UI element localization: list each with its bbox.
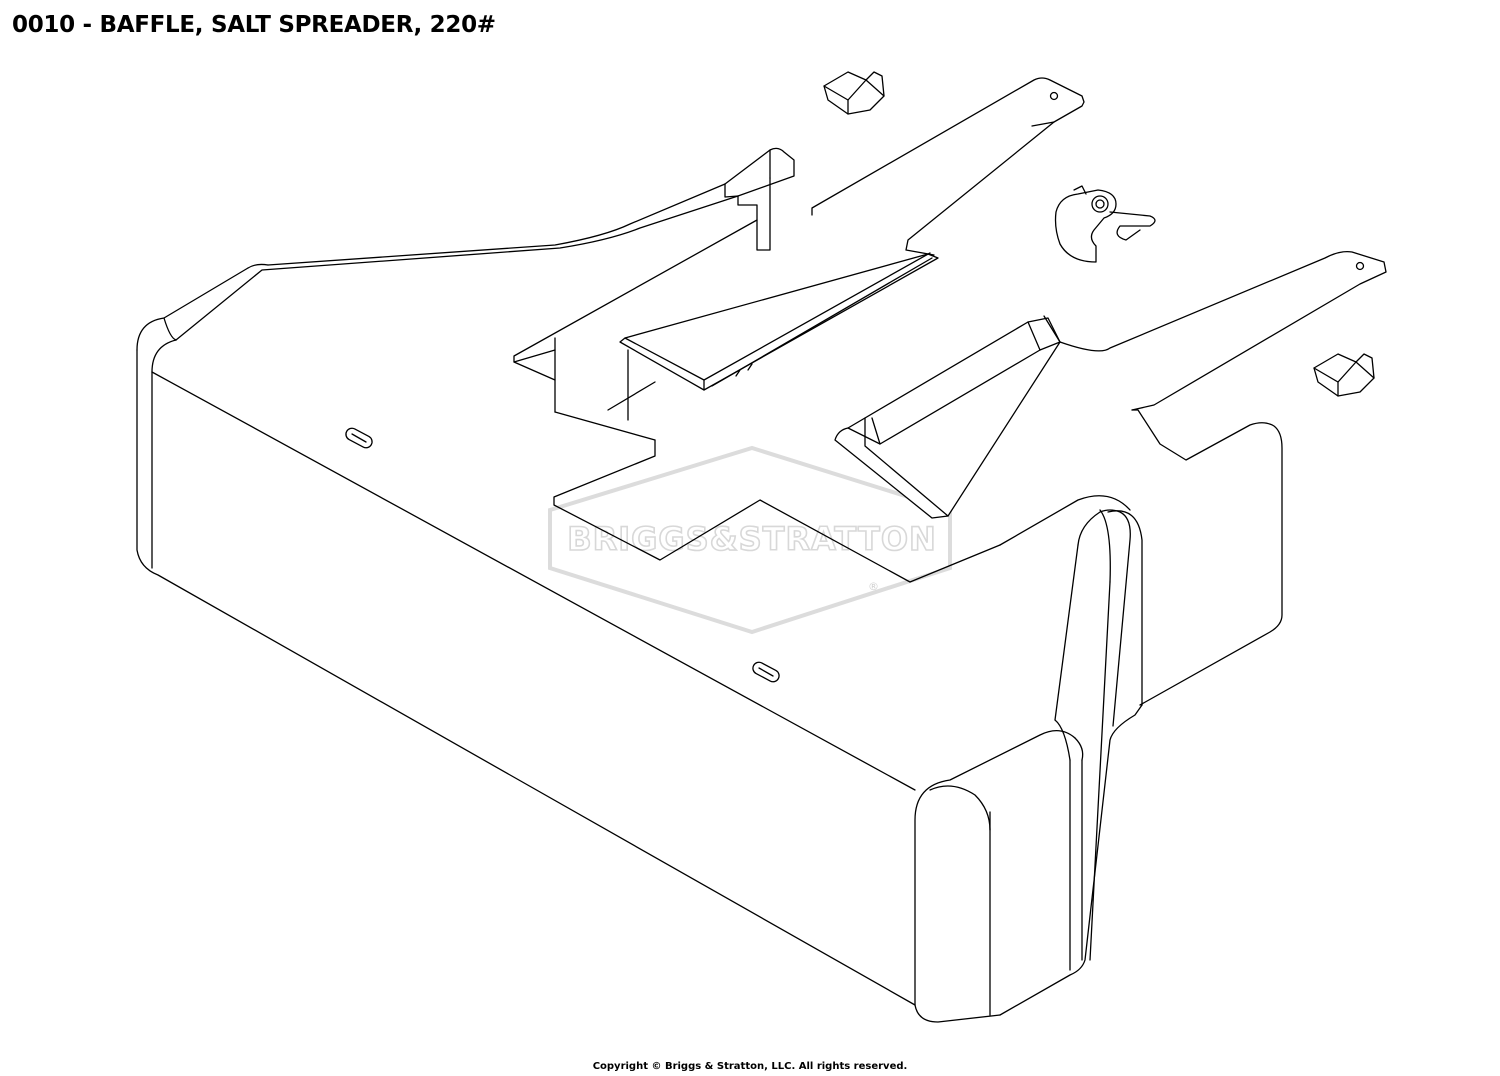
watermark-registered-mark: ®	[868, 580, 879, 593]
page-title: 0010 - BAFFLE, SALT SPREADER, 220#	[12, 12, 496, 38]
watermark-text: BRIGGS&STRATTON	[567, 520, 937, 558]
baffle-body	[136, 77, 1387, 1023]
copyright-notice: Copyright © Briggs & Stratton, LLC. All …	[592, 1061, 908, 1072]
knob-right	[1313, 353, 1375, 397]
latch-clip	[1054, 185, 1156, 263]
briggs-stratton-watermark-logo: BRIGGS&STRATTON ®	[548, 445, 952, 635]
knob-left	[823, 71, 885, 115]
